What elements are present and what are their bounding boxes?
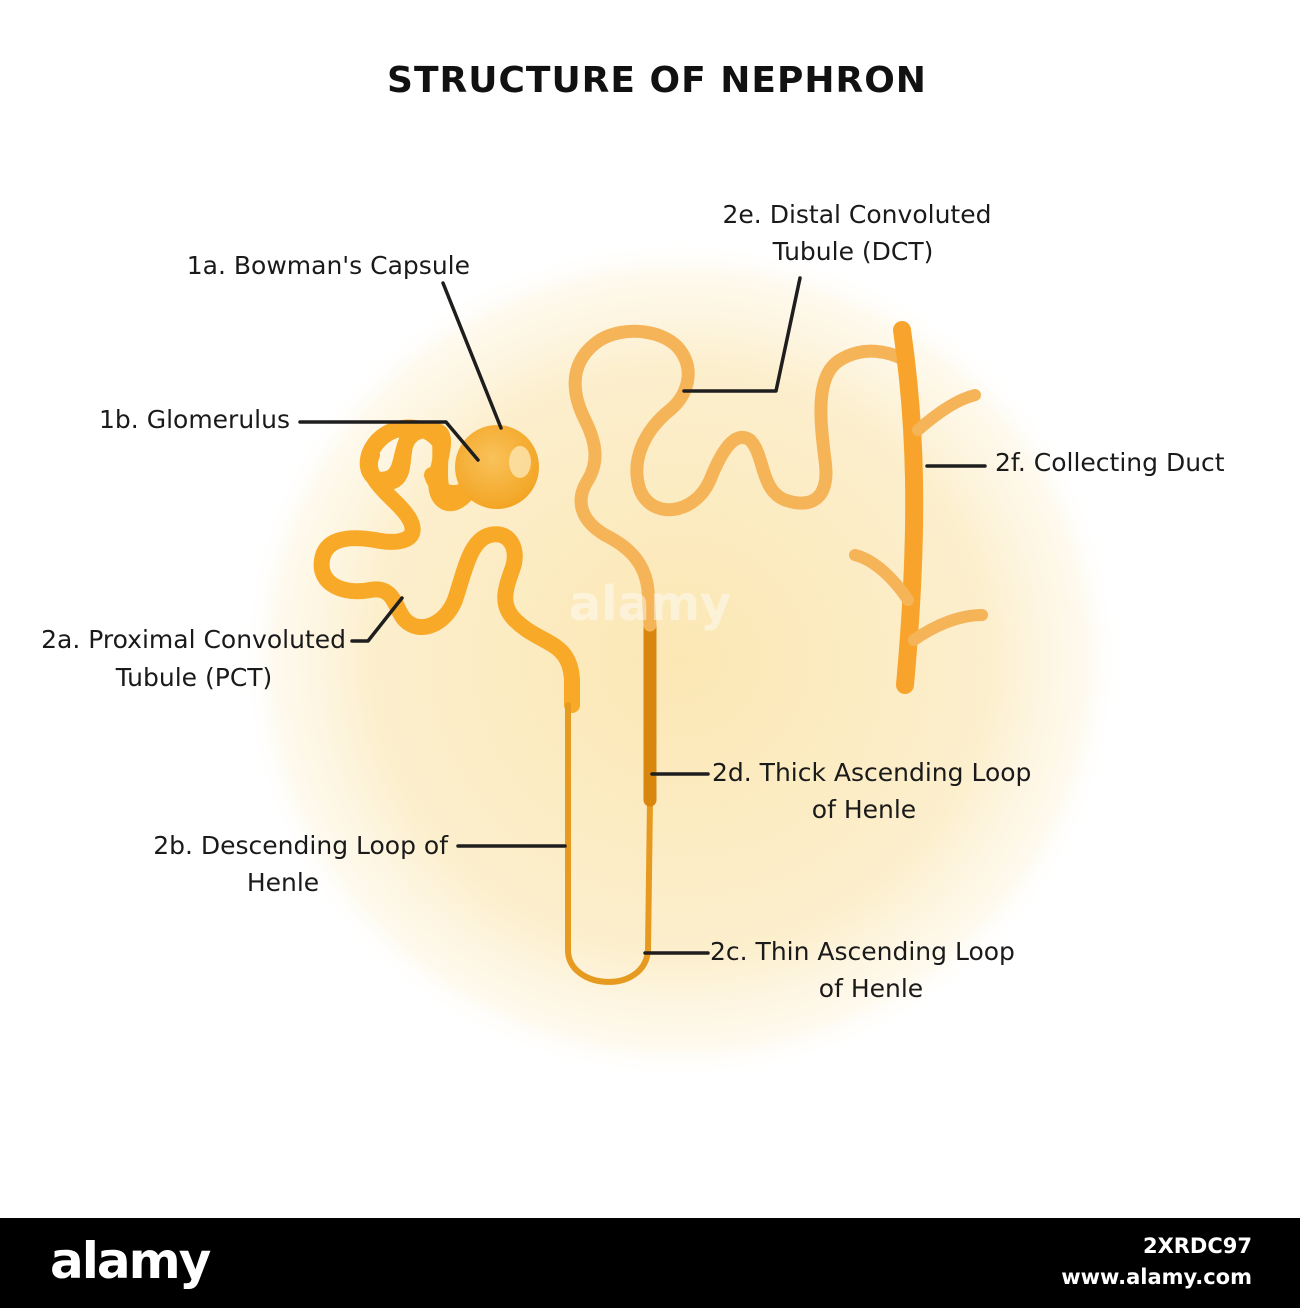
collecting-duct — [893, 321, 924, 694]
pct-upper-coil — [359, 419, 476, 512]
label-bowmans-capsule: 1a. Bowman's Capsule — [187, 251, 470, 280]
leader-dct — [682, 276, 802, 393]
label-descending-line2: Henle — [247, 868, 319, 897]
label-thin-ascending-line1: 2c. Thin Ascending Loop — [710, 937, 1015, 966]
label-dct-line2: Tubule (DCT) — [772, 237, 934, 266]
descending-loop-of-henle — [565, 702, 653, 985]
bowmans-capsule — [455, 425, 539, 509]
capsule-highlight — [509, 446, 531, 478]
page-title: STRUCTURE OF NEPHRON — [387, 60, 927, 101]
label-thin-ascending-line2: of Henle — [819, 974, 923, 1003]
leader-bowmans-capsule — [441, 281, 503, 430]
label-pct-line1: 2a. Proximal Convoluted — [41, 625, 346, 654]
label-thick-ascending-line1: 2d. Thick Ascending Loop — [712, 758, 1031, 787]
label-descending-line1: 2b. Descending Loop of — [153, 831, 449, 860]
label-collecting-duct: 2f. Collecting Duct — [995, 448, 1225, 477]
collecting-duct-branch-lower-right — [908, 609, 988, 646]
label-pct-line2: Tubule (PCT) — [115, 663, 273, 692]
leader-pct — [350, 596, 404, 643]
collecting-duct-branch-lower-left — [849, 549, 914, 606]
footer-image-id: 2XRDC97 — [1142, 1234, 1252, 1258]
nephron-diagram: STRUCTURE OF NEPHRON alamy 1a. Bowman's … — [41, 60, 1225, 1080]
label-glomerulus: 1b. Glomerulus — [99, 405, 290, 434]
label-thick-ascending-line2: of Henle — [812, 795, 916, 824]
label-dct-line1: 2e. Distal Convoluted — [723, 200, 992, 229]
footer-logo: alamy — [50, 1232, 211, 1290]
collecting-duct-branch-upper — [912, 389, 981, 436]
leader-glomerulus — [298, 420, 480, 462]
ascending-limb-upper — [568, 324, 912, 632]
footer-url: www.alamy.com — [1061, 1265, 1252, 1289]
watermark-footer: alamy 2XRDC97 www.alamy.com — [0, 1218, 1300, 1308]
center-watermark: alamy — [569, 576, 732, 632]
